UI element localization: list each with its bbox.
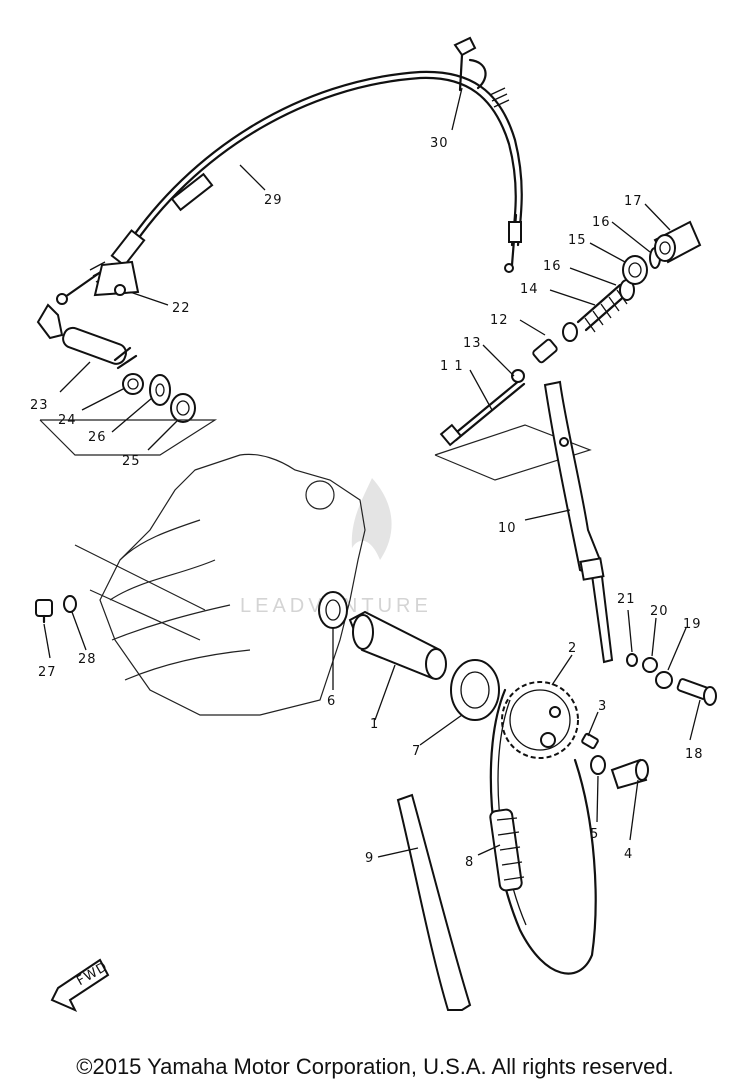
callout-5: 5 bbox=[590, 827, 599, 842]
copyright-notice: ©2015 Yamaha Motor Corporation, U.S.A. A… bbox=[76, 1054, 674, 1079]
callout-7: 7 bbox=[412, 744, 421, 759]
callout-9: 9 bbox=[365, 851, 374, 866]
cylinder-head bbox=[74, 453, 366, 716]
callout-16a: 16 bbox=[543, 259, 562, 274]
callout-3: 3 bbox=[598, 699, 607, 714]
callout-14: 14 bbox=[520, 282, 539, 297]
callout-18: 18 bbox=[685, 747, 704, 762]
chain-guide-9 bbox=[396, 793, 472, 1011]
callout-21: 21 bbox=[617, 592, 636, 607]
callout-28: 28 bbox=[78, 652, 97, 667]
callout-8: 8 bbox=[465, 855, 474, 870]
callout-19: 19 bbox=[683, 617, 702, 632]
callout-29: 29 bbox=[264, 193, 283, 208]
callout-12: 12 bbox=[490, 313, 509, 328]
callout-labels: 1 2 3 4 5 6 7 8 9 10 1 1 12 13 14 15 16 … bbox=[30, 136, 704, 870]
callout-26: 26 bbox=[88, 430, 107, 445]
lever-assembly bbox=[36, 303, 218, 456]
callout-2: 2 bbox=[568, 641, 577, 656]
callout-13: 13 bbox=[463, 336, 482, 351]
callout-10: 10 bbox=[498, 521, 517, 536]
leader-lines bbox=[43, 87, 701, 858]
callout-20: 20 bbox=[650, 604, 669, 619]
callout-23: 23 bbox=[30, 398, 49, 413]
callout-27: 27 bbox=[38, 665, 57, 680]
callout-24: 24 bbox=[58, 413, 77, 428]
callout-25: 25 bbox=[122, 454, 141, 469]
callout-6: 6 bbox=[327, 694, 336, 709]
tensioner-assembly bbox=[434, 220, 702, 481]
callout-30: 30 bbox=[430, 136, 449, 151]
sprocket-assembly bbox=[501, 681, 649, 790]
callout-16b: 16 bbox=[592, 215, 611, 230]
chain-guide-10 bbox=[543, 380, 614, 664]
fwd-arrow: FWD bbox=[50, 958, 111, 1013]
callout-11: 1 1 bbox=[440, 359, 464, 374]
bolt-27-28 bbox=[35, 595, 77, 624]
callout-17: 17 bbox=[624, 194, 643, 209]
plug-assembly bbox=[626, 653, 717, 706]
camshaft-assembly bbox=[318, 591, 500, 721]
callout-4: 4 bbox=[624, 847, 633, 862]
callout-1: 1 bbox=[370, 717, 379, 732]
cam-chain-8 bbox=[489, 688, 597, 975]
callout-15: 15 bbox=[568, 233, 587, 248]
callout-22: 22 bbox=[172, 301, 191, 316]
cable-assembly bbox=[56, 36, 523, 305]
